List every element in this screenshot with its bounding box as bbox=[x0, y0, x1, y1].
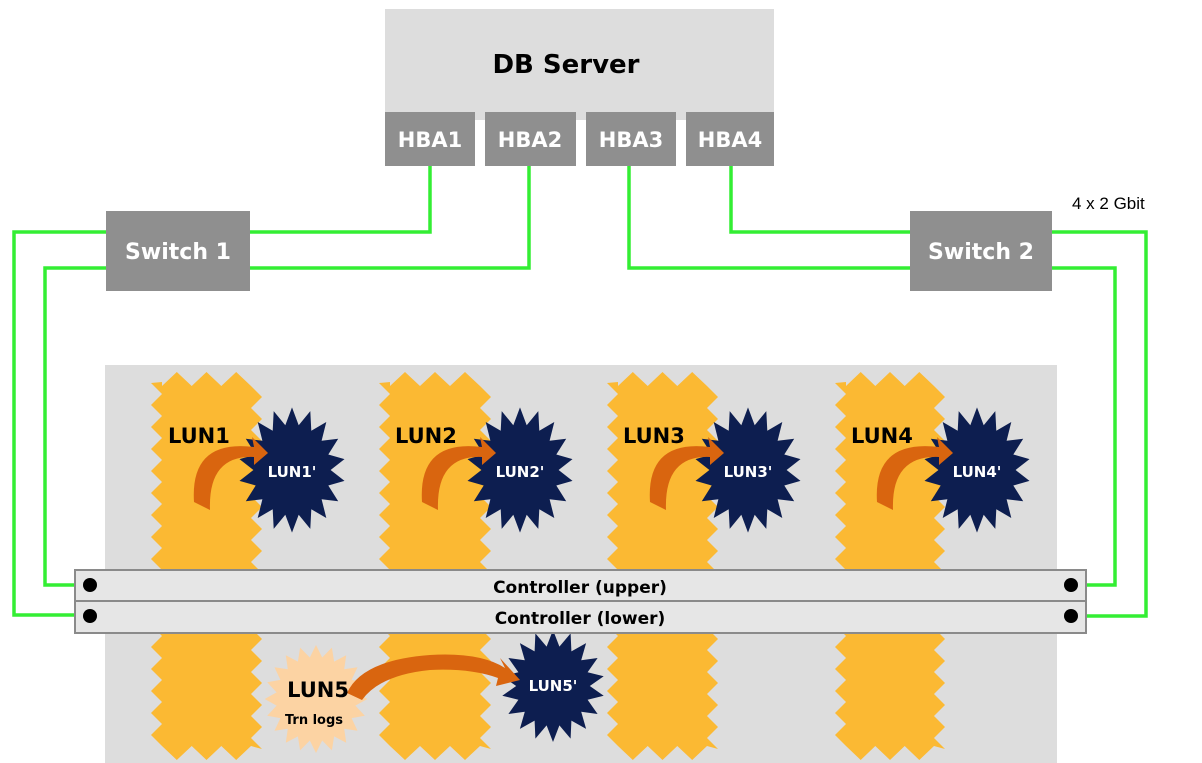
lun4-label: LUN4 bbox=[851, 424, 913, 448]
port-dot bbox=[83, 578, 97, 592]
lun4-copy-label: LUN4' bbox=[953, 463, 1002, 481]
hba1-label: HBA1 bbox=[398, 128, 462, 152]
switch-2-label: Switch 2 bbox=[928, 240, 1034, 265]
db-server: DB Server HBA1 HBA2 HBA3 HBA4 bbox=[385, 9, 774, 166]
switch-2: Switch 2 bbox=[910, 211, 1052, 291]
link-note: 4 x 2 Gbit bbox=[1072, 194, 1145, 213]
hba3-label: HBA3 bbox=[599, 128, 663, 152]
lun1-copy-burst bbox=[239, 407, 345, 533]
lun-copies bbox=[239, 407, 1030, 742]
fibre-links bbox=[12, 166, 1148, 618]
switch-1-label: Switch 1 bbox=[125, 240, 231, 265]
lun1-arrow bbox=[193, 437, 268, 510]
lun2-arrow bbox=[421, 437, 496, 510]
port-dot bbox=[1064, 578, 1078, 592]
port-dot bbox=[83, 609, 97, 623]
lun5-copy-burst bbox=[502, 630, 604, 742]
hba2-label: HBA2 bbox=[498, 128, 562, 152]
hba4-box bbox=[686, 112, 774, 166]
lun4-copy-burst bbox=[924, 407, 1030, 533]
controller-upper: Controller (upper) bbox=[74, 569, 1087, 602]
lun5-note: Trn logs bbox=[285, 713, 343, 728]
hba2-box bbox=[485, 112, 576, 166]
hba1-box bbox=[385, 112, 475, 166]
lun3-arrow bbox=[649, 437, 724, 510]
controller-lower: Controller (lower) bbox=[74, 600, 1087, 634]
server-box bbox=[385, 9, 774, 120]
switch-1: Switch 1 bbox=[106, 211, 250, 291]
lun1-copy-label: LUN1' bbox=[268, 463, 317, 481]
lun3-label: LUN3 bbox=[623, 424, 685, 448]
controller-upper-label: Controller (upper) bbox=[493, 578, 667, 598]
lun5-light-burst bbox=[264, 645, 368, 753]
lun5-copy-label: LUN5' bbox=[529, 677, 578, 695]
controller-lower-label: Controller (lower) bbox=[495, 609, 666, 629]
copy-arrows bbox=[193, 437, 953, 700]
hba4-label: HBA4 bbox=[698, 128, 762, 152]
lun1-column bbox=[151, 372, 262, 760]
lun3-column bbox=[607, 372, 718, 760]
lun2-label: LUN2 bbox=[395, 424, 457, 448]
lun4-column bbox=[835, 372, 945, 760]
lun4-arrow bbox=[876, 437, 953, 510]
lun5-label: LUN5 bbox=[287, 678, 349, 702]
lun3-copy-burst bbox=[695, 407, 801, 533]
lun3-copy-label: LUN3' bbox=[724, 463, 773, 481]
lun5-arrow bbox=[347, 654, 520, 700]
port-dot bbox=[1064, 609, 1078, 623]
lun2-copy-burst bbox=[467, 407, 573, 533]
lun5-burst bbox=[264, 645, 368, 753]
lun2-copy-label: LUN2' bbox=[496, 463, 545, 481]
server-title: DB Server bbox=[492, 50, 639, 80]
lun1-label: LUN1 bbox=[168, 424, 230, 448]
hba3-box bbox=[586, 112, 676, 166]
